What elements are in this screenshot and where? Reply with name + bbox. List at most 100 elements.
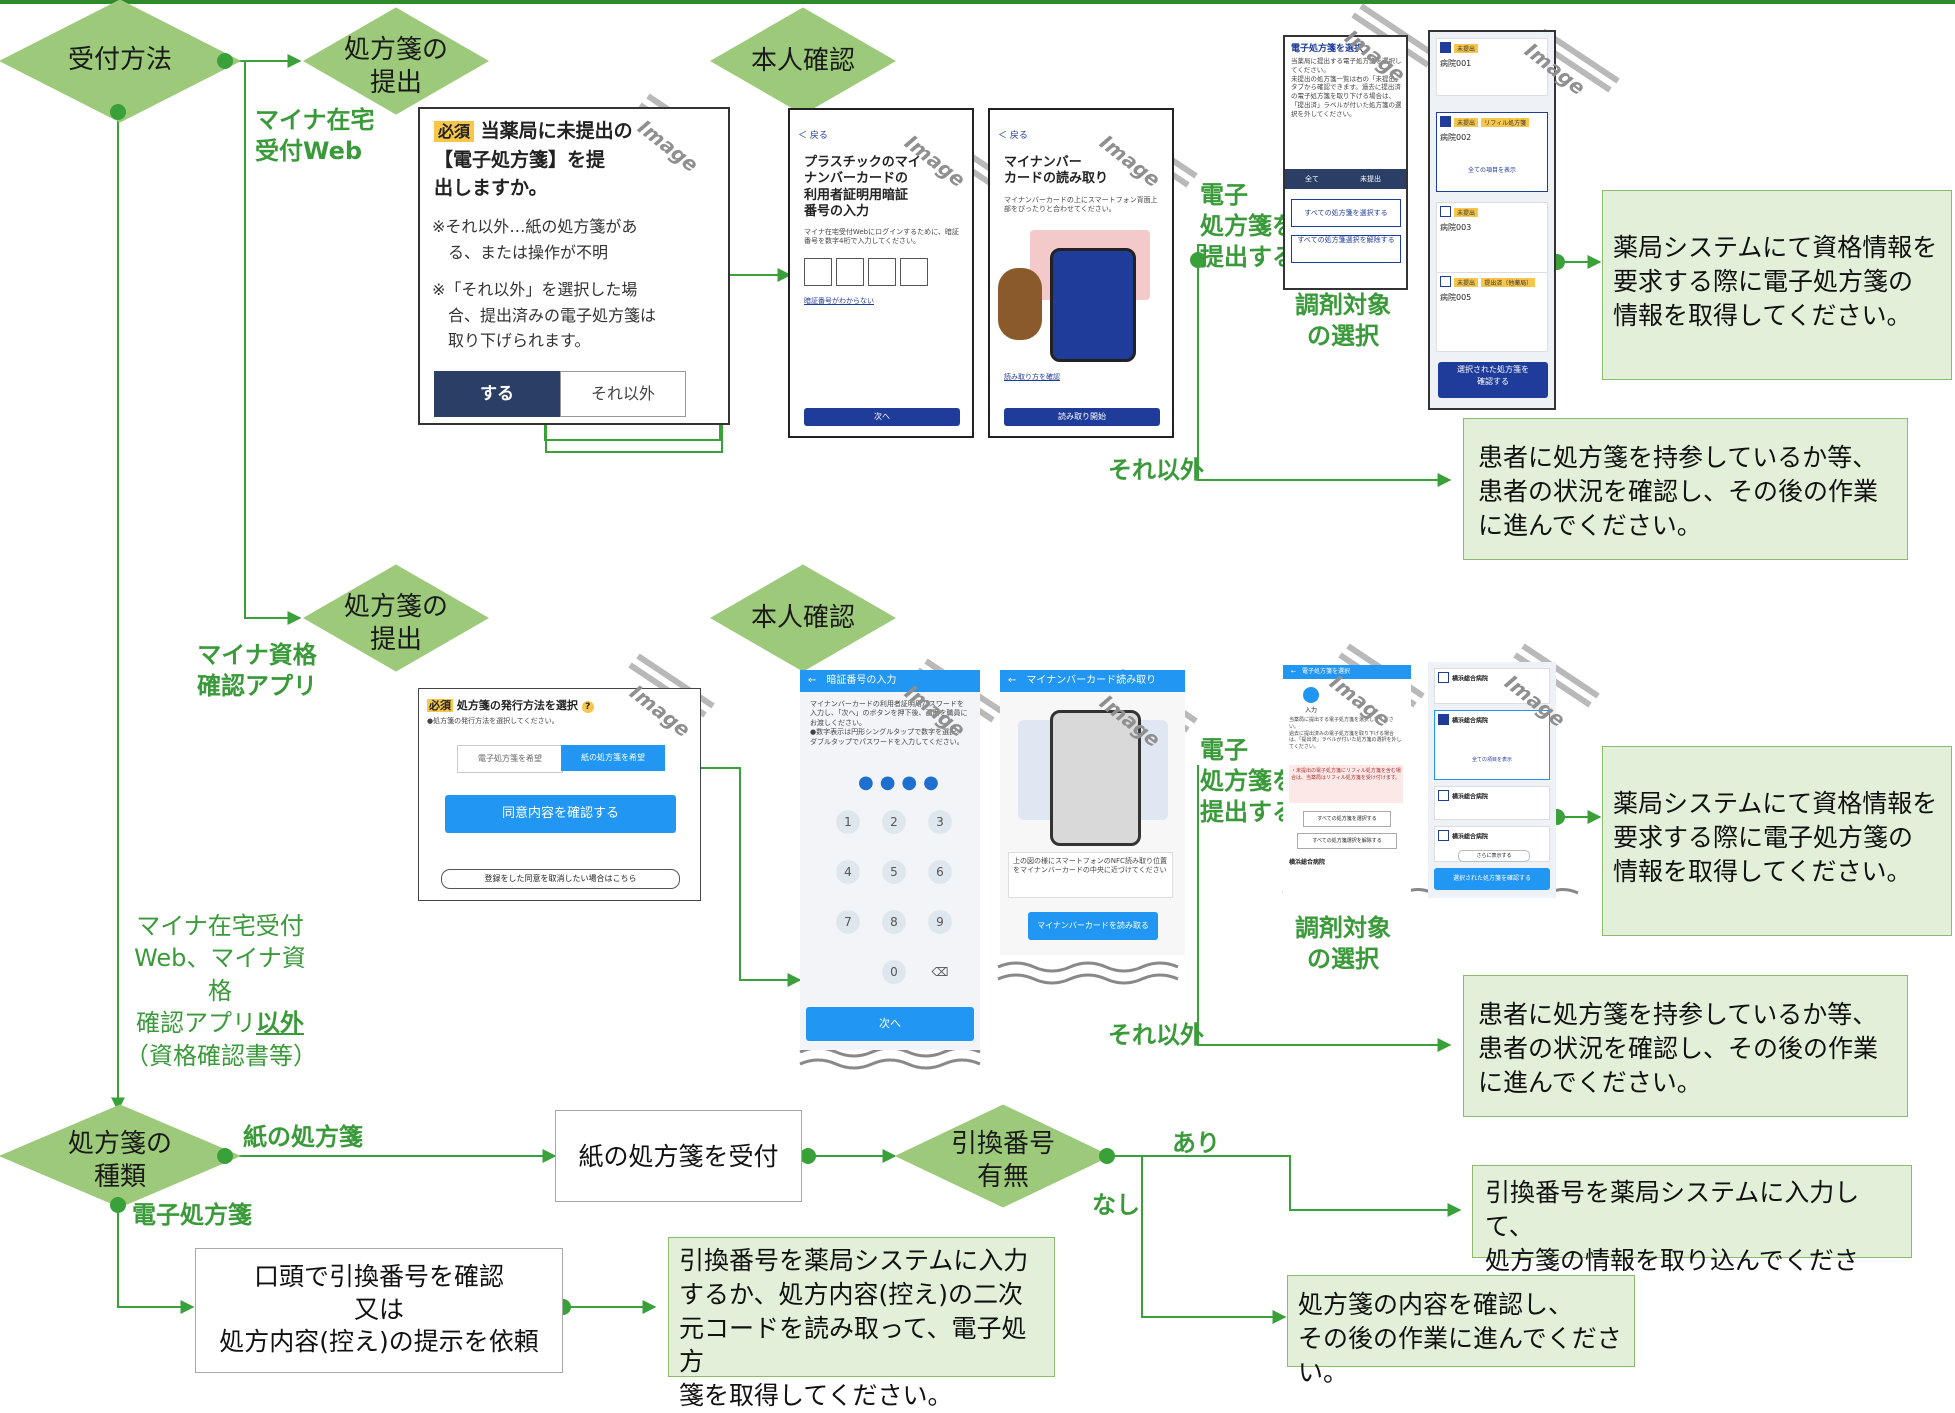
key-8[interactable]: 8 [882, 910, 906, 934]
label-mynah-web: マイナ在宅 受付Web [255, 106, 375, 166]
checkbox[interactable] [1440, 116, 1451, 127]
box-hikae-nyuryoku: 引換番号を薬局システムに入力して、 処方箋の情報を取り込んでください。 [1472, 1165, 1912, 1308]
show-more-link[interactable]: さらに表示する [1458, 850, 1530, 862]
key-3[interactable]: 3 [928, 810, 952, 834]
key-0[interactable]: 0 [882, 960, 906, 984]
app-q-sub: ●処方箋の発行方法を選択してください。 [427, 717, 559, 725]
web-pin-next-button[interactable]: 次へ [804, 408, 960, 426]
rx-hospital: 横浜総合病院 [1452, 793, 1489, 801]
key-5[interactable]: 5 [882, 860, 906, 884]
rx-card[interactable]: 横浜総合病院 [1434, 668, 1550, 704]
app-read-button[interactable]: マイナンバーカードを読み取る [1028, 912, 1158, 940]
rx-card[interactable]: 未提出 病院003 [1436, 202, 1548, 282]
web-read-link[interactable]: 読み取り方を確認 [1004, 373, 1060, 381]
hissu-badge: 必須 [434, 121, 475, 142]
box-denshi-shutoku: 引換番号を薬局システムに入力 するか、処方内容(控え)の二次 元コードを読み取っ… [668, 1237, 1055, 1410]
label-other-route-sub: （資格確認書等） [125, 1041, 317, 1070]
web-read-back[interactable]: ＜ 戻る [998, 131, 1028, 141]
key-2[interactable]: 2 [882, 810, 906, 834]
option-kami[interactable]: 紙の処方箋を希望 [561, 745, 665, 771]
label-ari: あり [1172, 1129, 1220, 1157]
confirm-selected-button[interactable]: 選択された処方箋を確認する [1434, 868, 1550, 890]
rx-card[interactable]: 横浜総合病院 全ての項目を表示 [1434, 710, 1550, 780]
label-other-route-main: マイナ在宅受付 Web、マイナ資格 確認アプリ [134, 912, 306, 1038]
box-naiyou-kakunin: 処方箋の内容を確認し、 その後の作業に進んでください。 [1287, 1275, 1635, 1387]
clear-all-button[interactable]: すべての処方箋選択を解除する [1291, 235, 1401, 263]
cancel-consent-link[interactable]: 登録をした同意を取消したい場合はこちら [441, 869, 680, 889]
show-all-link[interactable]: 全ての項目を表示 [1471, 756, 1512, 763]
diamond-hikae [894, 1104, 1112, 1208]
tag-mitei: 未提出 [1454, 43, 1479, 53]
tab-unsubmitted[interactable]: 未提出 [1360, 175, 1381, 183]
node-teishutsu-web: 処方箋の 提出 [343, 35, 448, 98]
screen-app-question: 必須 処方箋の発行方法を選択 ? ●処方箋の発行方法を選択してください。 電子処… [418, 688, 701, 901]
web-q-title: 当薬局に未提出の 【電子処方箋】を提 出しますか。 [434, 120, 633, 199]
checkbox[interactable] [1438, 714, 1449, 725]
checkbox[interactable] [1438, 790, 1449, 801]
app-pin-next-button[interactable]: 次へ [806, 1007, 974, 1041]
rx-hospital: 病院001 [1440, 58, 1472, 68]
diamond-teishutsu-app [302, 564, 490, 672]
clear-all-button[interactable]: すべての処方箋選択を解除する [1297, 833, 1397, 849]
screen-web-question: 必須 当薬局に未提出の 【電子処方箋】を提 出しますか。 ※それ以外…紙の処方箋… [418, 107, 730, 425]
web-read-button[interactable]: 読み取り開始 [1004, 408, 1160, 426]
web-pin-link[interactable]: 暗証番号がわからない [804, 297, 874, 305]
backspace-key[interactable]: ⌫ [931, 965, 949, 979]
select-all-button[interactable]: すべての処方箋を選択する [1291, 199, 1401, 227]
box-kanja-top: 患者に処方箋を持参しているか等、 患者の状況を確認し、その後の作業 に進んでくだ… [1463, 418, 1908, 560]
key-7[interactable]: 7 [836, 910, 860, 934]
app-list-warning: ・未提出の電子処方箋にリフィル処方箋を含む場合は、当薬局はリフィル処方箋を受け付… [1289, 765, 1403, 803]
screen-app-pin: ← 暗証番号の入力 マイナンバーカードの利用者証明用パスワードを入力し、「次へ」… [800, 670, 980, 1050]
rx-hospital: 横浜総合病院 [1452, 833, 1489, 841]
confirm-selected-button[interactable]: 選択された処方箋を 確認する [1438, 362, 1548, 398]
label-denshi-teishutsu-web: 電子 処方箋を 提出する [1200, 181, 1296, 272]
diamond-teishutsu-web [302, 7, 490, 115]
checkbox[interactable] [1440, 42, 1451, 53]
rx-card[interactable]: 未提出 リフィル処方箋 病院002 全ての項目を表示 [1436, 112, 1548, 192]
rx-hospital: 横浜総合病院 [1289, 859, 1326, 866]
label-denshi-teishutsu-app: 電子 処方箋を 提出する [1200, 736, 1296, 827]
screen-web-pin: ＜ 戻る プラスチックのマイ ナンバーカードの 利用者証明用暗証 番号の入力 マ… [788, 108, 974, 438]
web-pin-back[interactable]: ＜ 戻る [798, 131, 828, 141]
show-all-link[interactable]: 全ての項目を表示 [1467, 166, 1516, 174]
box-system-mid: 薬局システムにて資格情報を 要求する際に電子処方箋の 情報を取得してください。 [1602, 746, 1952, 936]
web-q-yes-button[interactable]: する [434, 371, 560, 417]
key-9[interactable]: 9 [928, 910, 952, 934]
key-6[interactable]: 6 [928, 860, 952, 884]
box-kanja-mid: 患者に処方箋を持参しているか等、 患者の状況を確認し、その後の作業 に進んでくだ… [1463, 975, 1908, 1117]
web-read-desc: マイナンバーカードの上にスマートフォン背面上部をぴったりと合わせてください。 [1004, 196, 1158, 214]
rx-hospital: 横浜総合病院 [1452, 717, 1489, 725]
pin-dots: ●●●● [858, 772, 945, 793]
tag-mitei: 未提出 [1454, 277, 1479, 287]
checkbox[interactable] [1440, 206, 1451, 217]
web-q-no-button[interactable]: それ以外 [560, 371, 686, 417]
rx-card[interactable]: 横浜総合病院 [1434, 786, 1550, 820]
select-all-button[interactable]: すべての処方箋を選択する [1303, 811, 1391, 827]
label-denshi: 電子処方箋 [132, 1201, 252, 1229]
app-q-title: 処方箋の発行方法を選択 [456, 699, 578, 712]
hand-illustration [998, 268, 1042, 340]
screen-app-read: ← マイナンバーカード読み取り 上の図の様にスマートフォンのNFC読み取り位置を… [1000, 670, 1185, 955]
label-other-route: マイナ在宅受付 Web、マイナ資格 確認アプリ以外（資格確認書等） [125, 910, 317, 1072]
checkbox[interactable] [1438, 672, 1449, 683]
tag-mitei: 未提出 [1454, 207, 1479, 217]
help-icon[interactable]: ? [581, 701, 594, 713]
node-honnin-web: 本人確認 [750, 46, 855, 76]
checkbox[interactable] [1440, 276, 1451, 287]
rx-card[interactable]: 未提出 提出済（他薬局） 病院005 [1436, 272, 1548, 352]
option-denshi[interactable]: 電子処方箋を希望 [457, 745, 563, 773]
checkbox[interactable] [1438, 830, 1449, 841]
pin-boxes[interactable] [804, 258, 928, 289]
rx-card[interactable]: 未提出 病院001 [1436, 38, 1548, 96]
key-1[interactable]: 1 [836, 810, 860, 834]
app-pin-desc: マイナンバーカードの利用者証明用パスワードを入力し、「次へ」のボタンを押下後、画… [810, 700, 968, 746]
label-chozai-app: 調剤対象 の選択 [1295, 914, 1391, 974]
rx-hospital: 病院003 [1440, 222, 1472, 232]
node-uketsuke: 受付方法 [67, 45, 172, 75]
rx-hospital: 横浜総合病院 [1452, 675, 1489, 683]
key-4[interactable]: 4 [836, 860, 860, 884]
tab-all[interactable]: 全て [1305, 175, 1319, 183]
app-read-desc: 上の図の様にスマートフォンのNFC読み取り位置をマイナンバーカードの中央に近づけ… [1013, 857, 1167, 875]
box-kotou: 口頭で引換番号を確認 又は 処方内容(控え)の提示を依頼 [195, 1248, 563, 1373]
consent-button[interactable]: 同意内容を確認する [445, 795, 676, 833]
